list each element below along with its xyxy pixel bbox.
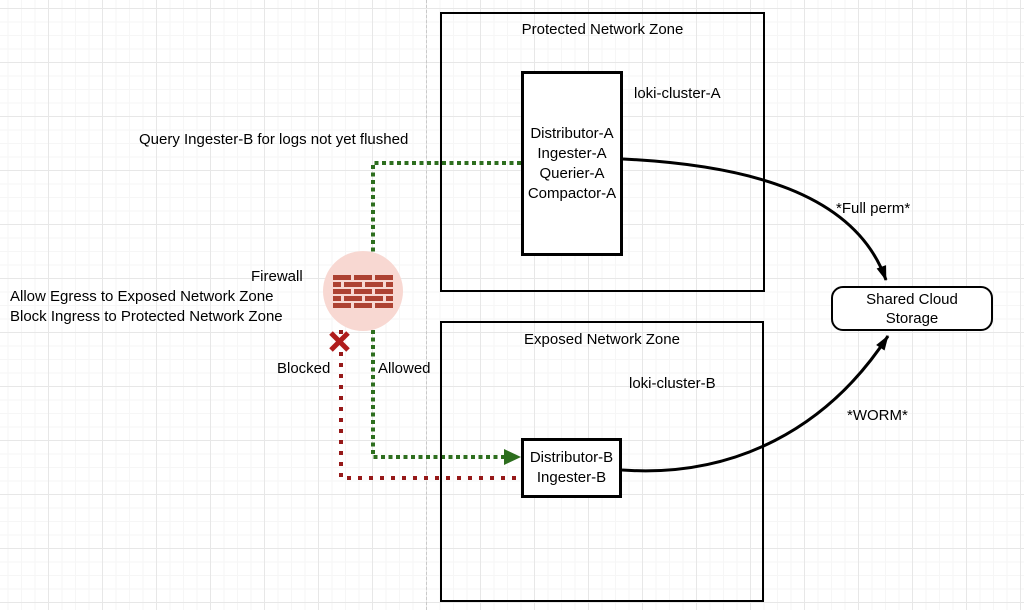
firewall-rule-ingress: Block Ingress to Protected Network Zone xyxy=(10,308,283,325)
worm-edge-label: *WORM* xyxy=(847,407,908,424)
loki-cluster-a-label: loki-cluster-A xyxy=(634,85,721,102)
blocked-edge-label: Blocked xyxy=(277,360,331,377)
component-distributor-a: Distributor-A xyxy=(530,124,614,142)
page-boundary-divider xyxy=(426,0,427,610)
protected-zone-box: Protected Network Zone xyxy=(440,12,765,292)
full-perm-edge-label: *Full perm* xyxy=(836,200,911,217)
protected-zone-title: Protected Network Zone xyxy=(521,21,684,38)
shared-cloud-storage-label: Shared Cloud Storage xyxy=(866,290,958,327)
brick-wall-icon xyxy=(333,274,393,308)
x-mark-icon xyxy=(329,331,350,352)
loki-cluster-b-label: loki-cluster-B xyxy=(629,375,716,392)
shared-cloud-storage-node: Shared Cloud Storage xyxy=(831,286,993,331)
firewall-node xyxy=(323,251,403,331)
component-compactor-a: Compactor-A xyxy=(527,184,617,202)
component-ingester-b: Ingester-B xyxy=(536,469,607,486)
exposed-zone-box: Exposed Network Zone xyxy=(440,321,764,602)
component-distributor-b: Distributor-B xyxy=(529,449,614,466)
component-ingester-a: Ingester-A xyxy=(537,144,607,162)
loki-cluster-b-node: Distributor-B Ingester-B xyxy=(521,438,622,498)
query-edge-label: Query Ingester-B for logs not yet flushe… xyxy=(139,131,409,148)
component-querier-a: Querier-A xyxy=(539,164,605,182)
loki-cluster-a-node: Distributor-A Ingester-A Querier-A Compa… xyxy=(521,71,623,256)
firewall-label: Firewall xyxy=(251,268,303,285)
allowed-edge-label: Allowed xyxy=(378,360,431,377)
firewall-rule-egress: Allow Egress to Exposed Network Zone xyxy=(10,288,274,305)
exposed-zone-title: Exposed Network Zone xyxy=(524,331,680,348)
